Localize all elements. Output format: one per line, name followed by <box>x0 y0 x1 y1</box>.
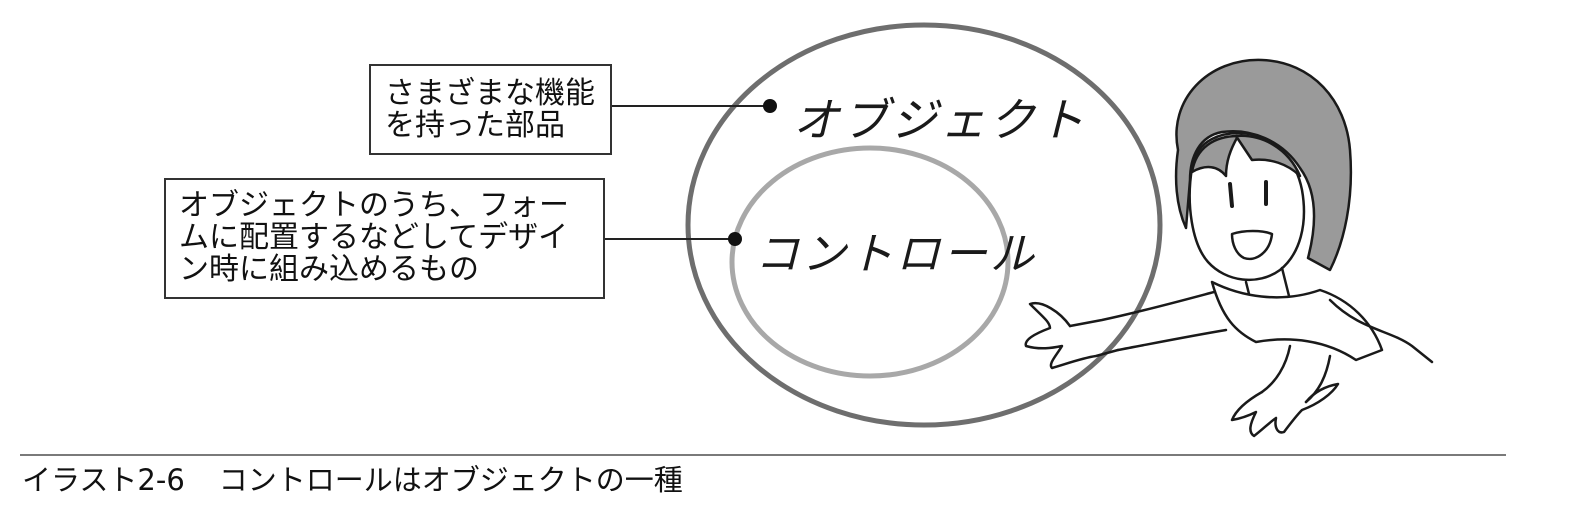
object-description-line: を持った部品 <box>385 108 565 143</box>
figure-caption-text: コントロールはオブジェクトの一種 <box>218 463 683 497</box>
control-leader-dot <box>728 232 742 246</box>
woman-illustration <box>1024 58 1434 438</box>
control-ellipse <box>729 145 1011 379</box>
control-label: コントロール <box>755 229 1037 280</box>
object-label: オブジェクト <box>793 93 1087 147</box>
object-leader-dot <box>763 99 777 113</box>
object-description-box: さまざまな機能 を持った部品 <box>369 64 612 155</box>
object-ellipse <box>685 22 1163 428</box>
left-arm <box>1068 290 1228 352</box>
right-arm <box>1260 344 1332 404</box>
body <box>1328 298 1434 364</box>
control-description-line: ムに配置するなどしてデザイ <box>179 220 569 255</box>
figure-caption: イラスト2-6 コントロールはオブジェクトの一種 <box>22 462 683 498</box>
control-description-line: オブジェクトのうち、フォー <box>179 188 569 223</box>
left-hand <box>1024 301 1120 370</box>
figure-number: イラスト2-6 <box>22 463 185 497</box>
bangs <box>1190 134 1240 178</box>
mouth <box>1230 229 1274 261</box>
caption-divider <box>20 454 1506 456</box>
control-description-box: オブジェクトのうち、フォー ムに配置するなどしてデザイ ン時に組み込めるもの <box>164 178 605 299</box>
object-description-line: さまざまな機能 <box>385 76 595 111</box>
control-description-line: ン時に組み込めるもの <box>179 252 479 287</box>
left-eye <box>1228 182 1234 208</box>
right-hand <box>1230 382 1340 438</box>
shirt <box>1210 280 1384 362</box>
